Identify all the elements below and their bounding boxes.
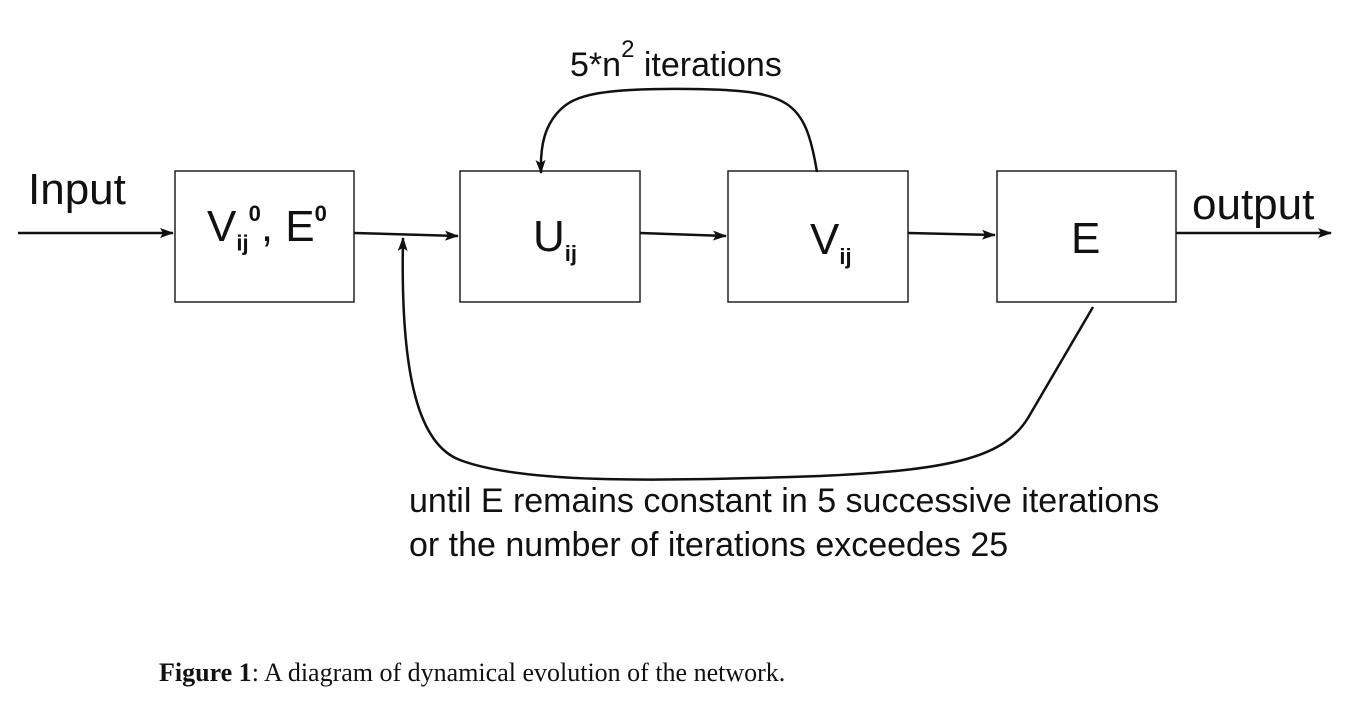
output-label: output — [1192, 180, 1315, 229]
outer-loop-line1: until E remains constant in 5 successive… — [409, 482, 1160, 520]
arrow-outer-loop — [397, 237, 1095, 481]
input-label: Input — [28, 165, 126, 214]
block-v-sub: ij — [839, 243, 852, 269]
block-u-main: U — [533, 212, 565, 261]
block-e-label: E — [1071, 214, 1101, 263]
block-init-sep: , E — [260, 201, 315, 251]
block-e — [996, 170, 1177, 303]
block-u — [459, 170, 641, 303]
inner-loop-power: 2 — [621, 36, 635, 63]
block-v-label: Vij — [810, 218, 852, 268]
block-init — [174, 170, 355, 303]
arrow-init-to-u — [353, 230, 459, 241]
arrow-inner-loop — [535, 87, 819, 174]
arrow-u-to-v — [639, 230, 727, 241]
arrow-v-to-e — [907, 229, 996, 240]
caption-bold: Figure 1 — [159, 658, 252, 687]
figure-caption: Figure 1: A diagram of dynamical evoluti… — [159, 658, 785, 688]
block-u-sub: ij — [564, 240, 578, 266]
inner-loop-label: 5*n2 iterations — [570, 36, 782, 85]
inner-loop-prefix: 5*n — [570, 46, 622, 85]
outer-loop-line2: or the number of iterations exceedes 25 — [409, 526, 1009, 564]
block-init-sup2: 0 — [314, 201, 327, 226]
block-init-label: Vij 0, E0 — [207, 203, 327, 255]
caption-text: : A diagram of dynamical evolution of th… — [251, 658, 786, 687]
block-init-main: V — [207, 201, 237, 251]
block-u-label: Uij — [533, 215, 577, 265]
block-init-sup: 0 — [248, 201, 261, 226]
inner-loop-suffix: iterations — [634, 46, 782, 85]
block-init-sub: ij — [236, 230, 249, 256]
block-v-main: V — [810, 215, 840, 264]
